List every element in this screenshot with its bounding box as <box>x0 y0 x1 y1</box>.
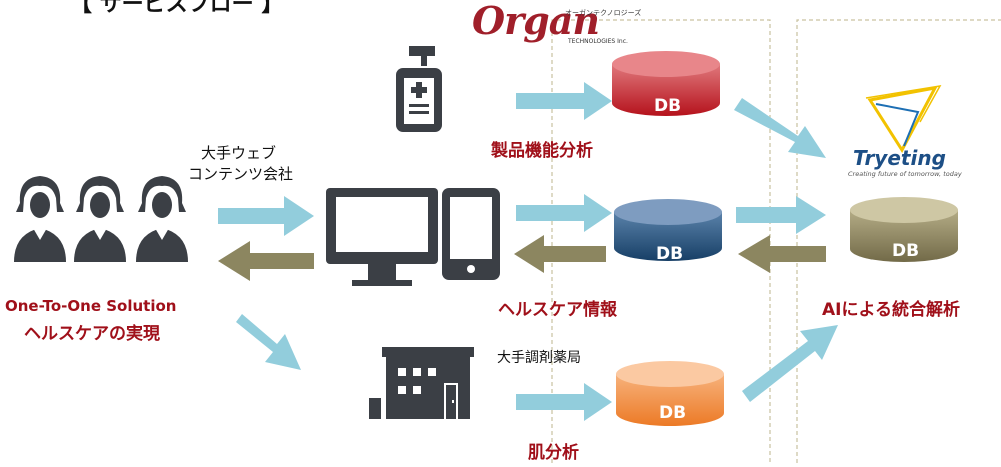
dashed-divider-right <box>796 19 1001 463</box>
ai-db-caption: AIによる統合解析 <box>822 300 960 320</box>
arrow-product-db-to-ai <box>734 98 826 158</box>
web-company-label-line2: コンテンツ会社 <box>188 165 294 183</box>
pharmacy-label: 大手調剤薬局 <box>497 350 581 366</box>
health-db-label: DB <box>656 244 684 264</box>
arrow-users-to-pharmacy <box>236 314 301 370</box>
arrow-ai-to-health-db <box>738 235 826 273</box>
users-icon <box>14 176 188 262</box>
web-company-label-line1: 大手ウェブ <box>201 144 277 162</box>
smartphone-icon <box>442 188 500 280</box>
desktop-monitor-icon <box>326 188 438 286</box>
organ-logo-wordmark: Organ <box>472 0 600 43</box>
page-title: 【 サービスフロー 】 <box>70 0 284 17</box>
arrow-bottle-to-product-db <box>516 82 612 120</box>
skin-db-caption: 肌分析 <box>528 443 579 463</box>
arrow-users-to-devices <box>218 196 314 236</box>
ai-db-cylinder <box>850 197 958 262</box>
building-icon <box>369 347 474 419</box>
tryeting-logo-wordmark: Tryeting <box>853 146 946 170</box>
arrow-devices-to-users <box>218 241 314 281</box>
arrow-health-db-to-ai <box>736 196 826 234</box>
arrow-skin-db-to-ai <box>742 325 838 402</box>
arrow-health-db-to-devices <box>514 235 606 273</box>
skin-db-cylinder <box>616 361 724 426</box>
organ-logo-kana: オーガンテクノロジーズ <box>565 9 642 17</box>
arrow-devices-to-health-db <box>516 194 612 232</box>
tryeting-logo-mark <box>865 85 942 153</box>
skin-db-label: DB <box>659 403 687 423</box>
product-db-caption: 製品機能分析 <box>491 141 593 161</box>
ai-db-label: DB <box>892 241 920 261</box>
arrow-pharmacy-to-skin-db <box>516 383 612 421</box>
health-db-caption: ヘルスケア情報 <box>498 300 617 320</box>
solution-title: One-To-One Solution <box>5 297 177 315</box>
organ-logo-subtitle: TECHNOLOGIES Inc. <box>568 38 628 45</box>
sanitizer-bottle-icon <box>396 46 442 132</box>
product-db-label: DB <box>654 96 682 116</box>
tryeting-logo-tagline: Creating future of tomorrow, today <box>848 170 962 178</box>
solution-subtitle: ヘルスケアの実現 <box>24 324 160 344</box>
product-db-cylinder <box>612 51 720 116</box>
health-db-cylinder <box>614 199 722 261</box>
